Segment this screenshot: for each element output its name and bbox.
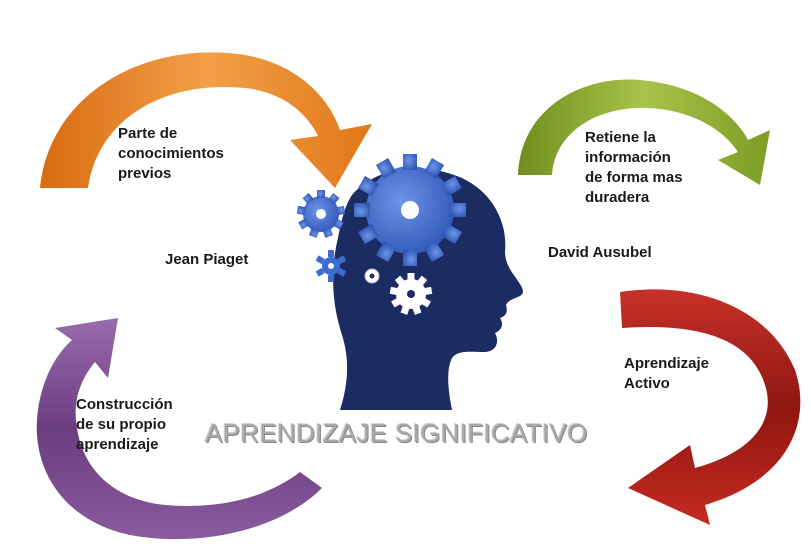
gear-icon: [296, 190, 346, 238]
diagram-title: APRENDIZAJE SIGNIFICATIVO: [205, 418, 588, 448]
label-bottom-left: Construcción de su propio aprendizaje: [76, 396, 173, 453]
green-arrow-icon: [518, 79, 770, 185]
label-david-ausubel: David Ausubel: [548, 244, 652, 261]
label-jean-piaget: Jean Piaget: [165, 251, 249, 268]
label-top-left: Parte de conocimientos previos: [118, 125, 224, 182]
gear-icon: [315, 250, 347, 282]
red-arrow-icon: [620, 289, 801, 525]
gear-icon: [389, 273, 433, 315]
gear-icon: [364, 268, 380, 284]
label-right: Aprendizaje Activo: [624, 355, 710, 392]
purple-arrow-icon: [36, 318, 322, 540]
orange-arrow-icon: [40, 52, 372, 188]
label-top-right: Retiene la información de forma mas dura…: [585, 129, 683, 206]
gear-icon: [354, 154, 466, 266]
